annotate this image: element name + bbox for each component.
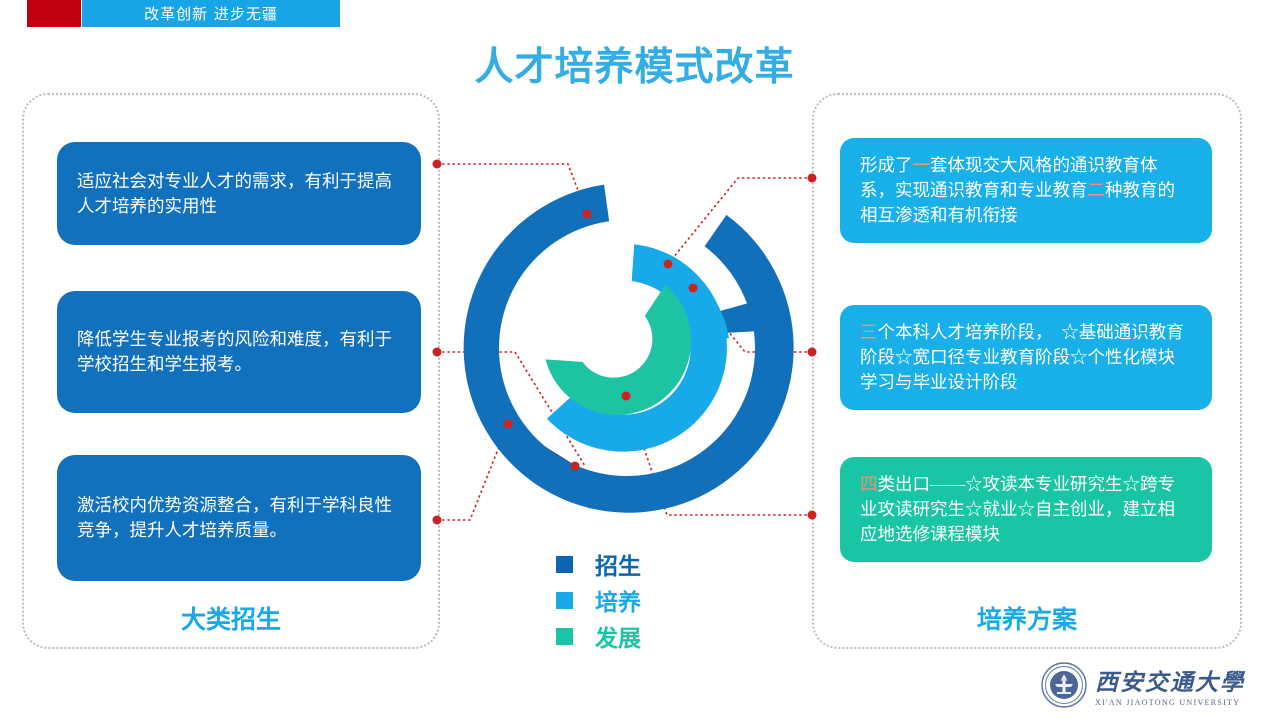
right-info-box-2-text: 三个本科人才培养阶段， ☆基础通识教育阶段☆宽口径专业教育阶段☆个性化模块学习与… xyxy=(860,320,1192,395)
rbox2-post: 个本科人才培养阶段， ☆基础通识教育阶段☆宽口径专业教育阶段☆个性化模块学习与毕… xyxy=(860,322,1184,392)
rbox1-pre: 形成了 xyxy=(860,155,913,176)
legend-swatch-development xyxy=(556,627,573,645)
connector-dots xyxy=(432,159,817,525)
left-info-box-3[interactable]: 激活校内优势资源整合，有利于学科良性竞争，提升人才培养质量。 xyxy=(57,455,421,581)
right-panel-container xyxy=(812,93,1242,649)
right-info-box-3-text: 四类出口——☆攻读本专业研究生☆跨专业攻读研究生☆就业☆自主创业，建立相应地选修… xyxy=(860,472,1192,547)
legend-label-recruiting: 招生 xyxy=(595,554,641,580)
legend-swatch-training xyxy=(556,591,573,609)
left-info-box-1-text: 适应社会对专业人才的需求，有利于提高人才培养的实用性 xyxy=(77,170,392,216)
left-panel-label: 大类招生 xyxy=(180,605,281,634)
university-logo-text: 西安交通大學 XI'AN JIAOTONG UNIVERSITY xyxy=(1095,663,1245,707)
legend-item-training: 培养 xyxy=(556,582,641,618)
header-red-block xyxy=(27,0,81,27)
university-logo: 西安交通大學 XI'AN JIAOTONG UNIVERSITY xyxy=(1040,661,1245,709)
ring-inner-development xyxy=(545,284,692,415)
right-info-box-1-text: 形成了一套体现交大风格的通识教育体系，实现通识教育和专业教育二种教育的相互渗透和… xyxy=(860,153,1192,228)
legend-item-recruiting: 招生 xyxy=(556,546,641,582)
right-panel-label: 培养方案 xyxy=(976,605,1077,634)
page-title: 人才培养模式改革 xyxy=(474,45,795,90)
legend-label-development: 发展 xyxy=(595,626,641,652)
left-panel-container xyxy=(22,93,440,649)
right-info-box-1[interactable]: 形成了一套体现交大风格的通识教育体系，实现通识教育和专业教育二种教育的相互渗透和… xyxy=(840,138,1212,243)
legend-swatch-recruiting xyxy=(556,555,573,573)
rbox1-highlight2: 二 xyxy=(1087,180,1106,201)
rbox3-post: 类出口——☆攻读本专业研究生☆跨专业攻读研究生☆就业☆自主创业，建立相应地选修课… xyxy=(860,474,1175,544)
right-info-box-2[interactable]: 三个本科人才培养阶段， ☆基础通识教育阶段☆宽口径专业教育阶段☆个性化模块学习与… xyxy=(840,305,1212,410)
university-seal-icon xyxy=(1041,662,1087,708)
left-info-box-3-text: 激活校内优势资源整合，有利于学科良性竞争，提升人才培养质量。 xyxy=(77,495,392,540)
ring-middle-training xyxy=(546,244,727,452)
university-name-cn: 西安交通大學 xyxy=(1095,670,1245,695)
header-ribbon-text: 改革创新 进步无疆 xyxy=(144,5,278,23)
rbox2-highlight: 三 xyxy=(860,322,878,343)
rbox1-post: 套体现交大风格的通识教育体系，实现通识教育和专业教育 xyxy=(860,155,1158,201)
left-info-box-1[interactable]: 适应社会对专业人才的需求，有利于提高人才培养的实用性 xyxy=(57,142,421,245)
header-ribbon: 改革创新 进步无疆 xyxy=(82,0,340,27)
legend-item-development: 发展 xyxy=(556,618,641,654)
right-info-box-3[interactable]: 四类出口——☆攻读本专业研究生☆跨专业攻读研究生☆就业☆自主创业，建立相应地选修… xyxy=(840,457,1212,562)
legend: 招生 培养 发展 xyxy=(556,546,641,654)
legend-label-training: 培养 xyxy=(595,590,641,616)
ring-middle-segment xyxy=(673,279,729,342)
university-name-en: XI'AN JIAOTONG UNIVERSITY xyxy=(1095,698,1241,707)
left-info-box-2-text: 降低学生专业报考的风险和难度，有利于学校招生和学生报考。 xyxy=(77,329,392,374)
rbox1-highlight: 一 xyxy=(912,155,931,176)
rbox1-post2: 种教育的相互渗透和有机衔接 xyxy=(860,180,1175,225)
rbox3-highlight: 四 xyxy=(860,474,878,495)
ring-outer-segment-right xyxy=(720,301,761,333)
ring-outer-recruiting xyxy=(463,184,794,513)
left-info-box-2[interactable]: 降低学生专业报考的风险和难度，有利于学校招生和学生报考。 xyxy=(57,291,421,413)
